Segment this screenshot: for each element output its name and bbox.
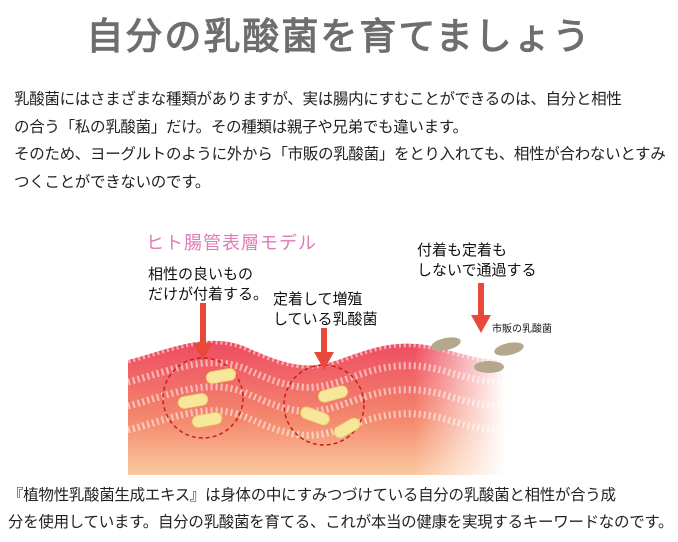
commercial-bacterium [474,361,504,373]
own-bacterium [317,385,349,403]
diagram-title: ヒト腸管表層モデル [146,233,317,254]
label-line: している乳酸菌 [273,310,378,328]
intro-paragraph: 乳酸菌にはさまざまな種類がありますが、実は腸内にすむことができるのは、自分と相性… [14,86,666,196]
arrow-down-icon [471,283,491,333]
arrow-down-icon [314,328,334,370]
label-colonized: 定着して増殖 している乳酸菌 [273,289,378,329]
own-bacterium [191,412,223,428]
own-bacterium [300,406,330,426]
label-line: だけが付着する。 [148,285,269,303]
closing-paragraph: 『植物性乳酸菌生成エキス』は身体の中にすみつづけている自分の乳酸菌と相性が合う成… [8,482,674,536]
label-line: 付着も定着も [417,241,508,259]
own-bacterium [177,393,209,409]
label-line: 相性の良いもの [148,265,254,283]
intro-line: の合う「私の乳酸菌」だけ。その種類は親子や兄弟でも違います。 [14,117,468,136]
commercial-bacterium [494,342,524,356]
highlight-circle [162,357,244,439]
label-line: 定着して増殖 [273,290,363,308]
arrow-down-icon [193,303,213,360]
closing-line: 分を使用しています。自分の乳酸菌を育てる、これが本当の健康を実現するキーワードな… [8,513,674,531]
own-bacterium [333,417,361,439]
highlight-circle [283,364,365,446]
intestine-illustration [128,330,548,475]
label-line: しないで通過する [417,261,537,279]
label-pass-through: 付着も定着も しないで通過する [417,240,537,280]
page-title: 自分の乳酸菌を育てましょう [86,15,592,58]
label-good-fit: 相性の良いもの だけが付着する。 [148,264,268,304]
commercial-bacterium [431,337,461,351]
closing-line: 『植物性乳酸菌生成エキス』は身体の中にすみつづけている自分の乳酸菌と相性が合う成 [8,486,616,504]
intro-line: 乳酸菌にはさまざまな種類がありますが、実は腸内にすむことができるのは、自分と相性 [14,90,622,108]
intro-line: つくことができないのです。 [14,172,211,191]
label-commercial: 市販の乳酸菌 [492,324,552,335]
intro-line: そのため、ヨーグルトのように外から「市販の乳酸菌」をとり入れても、相性が合わない… [14,145,666,163]
own-bacterium [205,368,237,384]
